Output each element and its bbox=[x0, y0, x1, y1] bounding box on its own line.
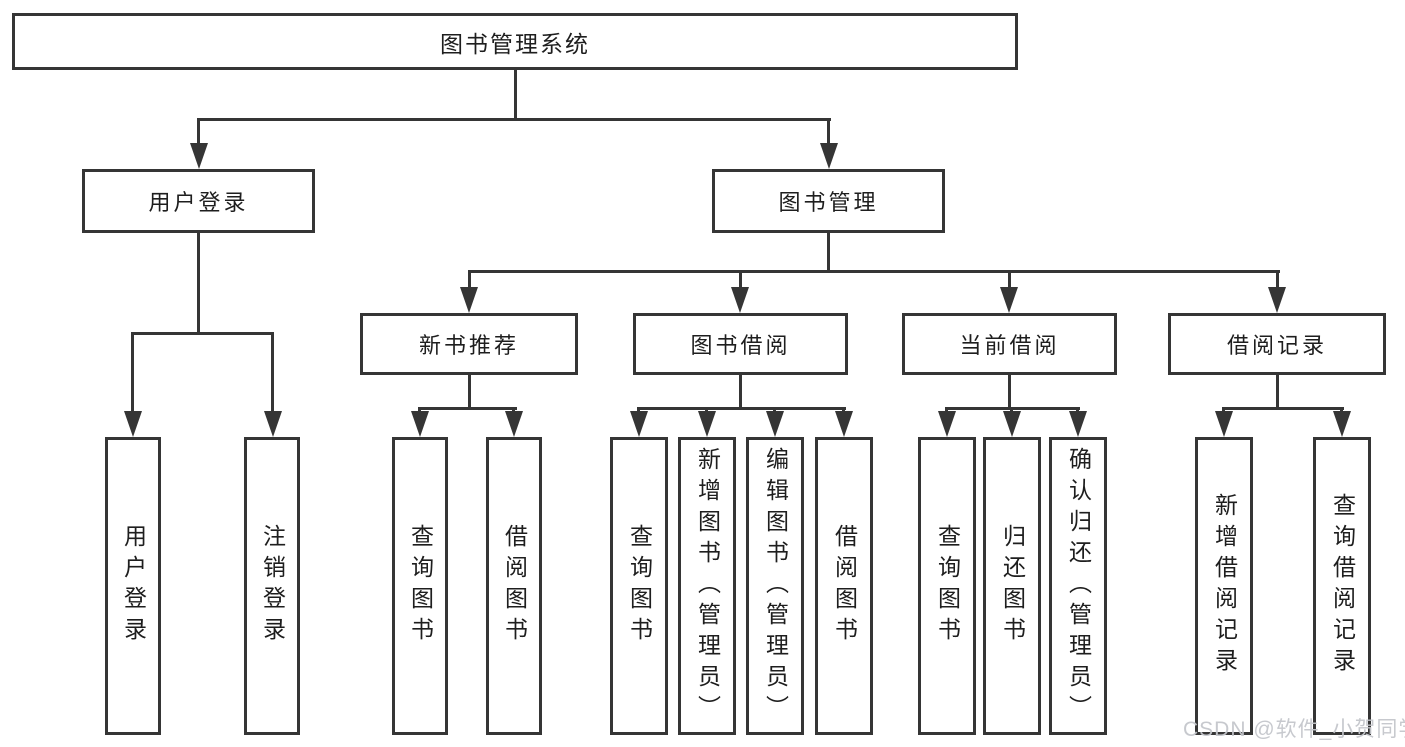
leaf-logout: 注销登录 bbox=[244, 437, 300, 735]
arrowhead-down bbox=[190, 143, 208, 169]
arrowhead-down bbox=[835, 411, 853, 437]
node-label: 借阅记录 bbox=[1226, 333, 1327, 358]
node-label: 用户登录 bbox=[148, 190, 249, 215]
connector-line bbox=[197, 233, 200, 335]
leaf-query-books-recommend: 查询图书 bbox=[392, 437, 448, 735]
node-label: 用户登录 bbox=[120, 524, 147, 648]
node-new-book-recommendation: 新书推荐 bbox=[360, 313, 578, 375]
node-label: 借阅图书 bbox=[831, 524, 858, 648]
arrowhead-down bbox=[766, 411, 784, 437]
leaf-add-borrow-record: 新增借阅记录 bbox=[1195, 437, 1253, 735]
connector-line bbox=[1008, 270, 1011, 290]
connector-line bbox=[468, 375, 471, 410]
connector-line bbox=[197, 118, 831, 121]
arrowhead-down bbox=[630, 411, 648, 437]
node-label: 查询借阅记录 bbox=[1329, 493, 1356, 679]
node-book-management: 图书管理 bbox=[712, 169, 945, 233]
node-user-login: 用户登录 bbox=[82, 169, 315, 233]
leaf-borrow-books-recommend: 借阅图书 bbox=[486, 437, 542, 735]
arrowhead-down bbox=[1215, 411, 1233, 437]
node-label: 新增图书（管理员） bbox=[694, 446, 721, 726]
connector-line bbox=[468, 270, 1280, 273]
leaf-query-books-current: 查询图书 bbox=[918, 437, 976, 735]
arrowhead-down bbox=[938, 411, 956, 437]
node-label: 图书借阅 bbox=[690, 333, 791, 358]
node-label: 图书管理系统 bbox=[440, 30, 590, 57]
connector-line bbox=[827, 118, 830, 146]
node-label: 图书管理 bbox=[778, 190, 879, 215]
connector-line bbox=[637, 407, 846, 410]
node-label: 查询图书 bbox=[934, 524, 961, 648]
arrowhead-down bbox=[820, 143, 838, 169]
csdn-watermark: CSDN @软件_小贺同学 bbox=[1183, 718, 1405, 741]
node-library-management-system: 图书管理系统 bbox=[12, 13, 1018, 70]
connector-line bbox=[1008, 375, 1011, 410]
leaf-query-borrow-record: 查询借阅记录 bbox=[1313, 437, 1371, 735]
leaf-user-login: 用户登录 bbox=[105, 437, 161, 735]
connector-line bbox=[131, 332, 274, 335]
node-borrowing-records: 借阅记录 bbox=[1168, 313, 1386, 375]
connector-line bbox=[418, 407, 517, 410]
node-label: 当前借阅 bbox=[959, 333, 1060, 358]
connector-line bbox=[1276, 270, 1279, 290]
leaf-borrow-books: 借阅图书 bbox=[815, 437, 873, 735]
arrowhead-down bbox=[1003, 411, 1021, 437]
arrowhead-down bbox=[505, 411, 523, 437]
arrowhead-down bbox=[1268, 287, 1286, 313]
node-label: 新增借阅记录 bbox=[1211, 493, 1238, 679]
arrowhead-down bbox=[1000, 287, 1018, 313]
node-label: 新书推荐 bbox=[418, 333, 519, 358]
node-label: 查询图书 bbox=[626, 524, 653, 648]
connector-line bbox=[739, 270, 742, 290]
leaf-query-books-borrowing: 查询图书 bbox=[610, 437, 668, 735]
node-label: 归还图书 bbox=[999, 524, 1026, 648]
connector-line bbox=[514, 70, 517, 120]
arrowhead-down bbox=[731, 287, 749, 313]
node-label: 编辑图书（管理员） bbox=[762, 446, 789, 726]
connector-line bbox=[197, 118, 200, 146]
connector-line bbox=[739, 375, 742, 410]
arrowhead-down bbox=[124, 411, 142, 437]
connector-line bbox=[827, 233, 830, 273]
node-label: 借阅图书 bbox=[501, 524, 528, 648]
node-label: 查询图书 bbox=[407, 524, 434, 648]
connector-line bbox=[131, 332, 134, 414]
connector-line bbox=[468, 270, 471, 290]
node-book-borrowing: 图书借阅 bbox=[633, 313, 848, 375]
node-label: 注销登录 bbox=[259, 524, 286, 648]
connector-line bbox=[1276, 375, 1279, 410]
leaf-confirm-return-admin: 确认归还（管理员） bbox=[1049, 437, 1107, 735]
arrowhead-down bbox=[411, 411, 429, 437]
connector-line bbox=[1222, 407, 1344, 410]
leaf-edit-books-admin: 编辑图书（管理员） bbox=[746, 437, 804, 735]
arrowhead-down bbox=[698, 411, 716, 437]
arrowhead-down bbox=[264, 411, 282, 437]
node-current-borrowing: 当前借阅 bbox=[902, 313, 1117, 375]
arrowhead-down bbox=[460, 287, 478, 313]
arrowhead-down bbox=[1069, 411, 1087, 437]
arrowhead-down bbox=[1333, 411, 1351, 437]
connector-line bbox=[271, 332, 274, 414]
leaf-return-books: 归还图书 bbox=[983, 437, 1041, 735]
node-label: 确认归还（管理员） bbox=[1065, 446, 1092, 726]
leaf-add-books-admin: 新增图书（管理员） bbox=[678, 437, 736, 735]
